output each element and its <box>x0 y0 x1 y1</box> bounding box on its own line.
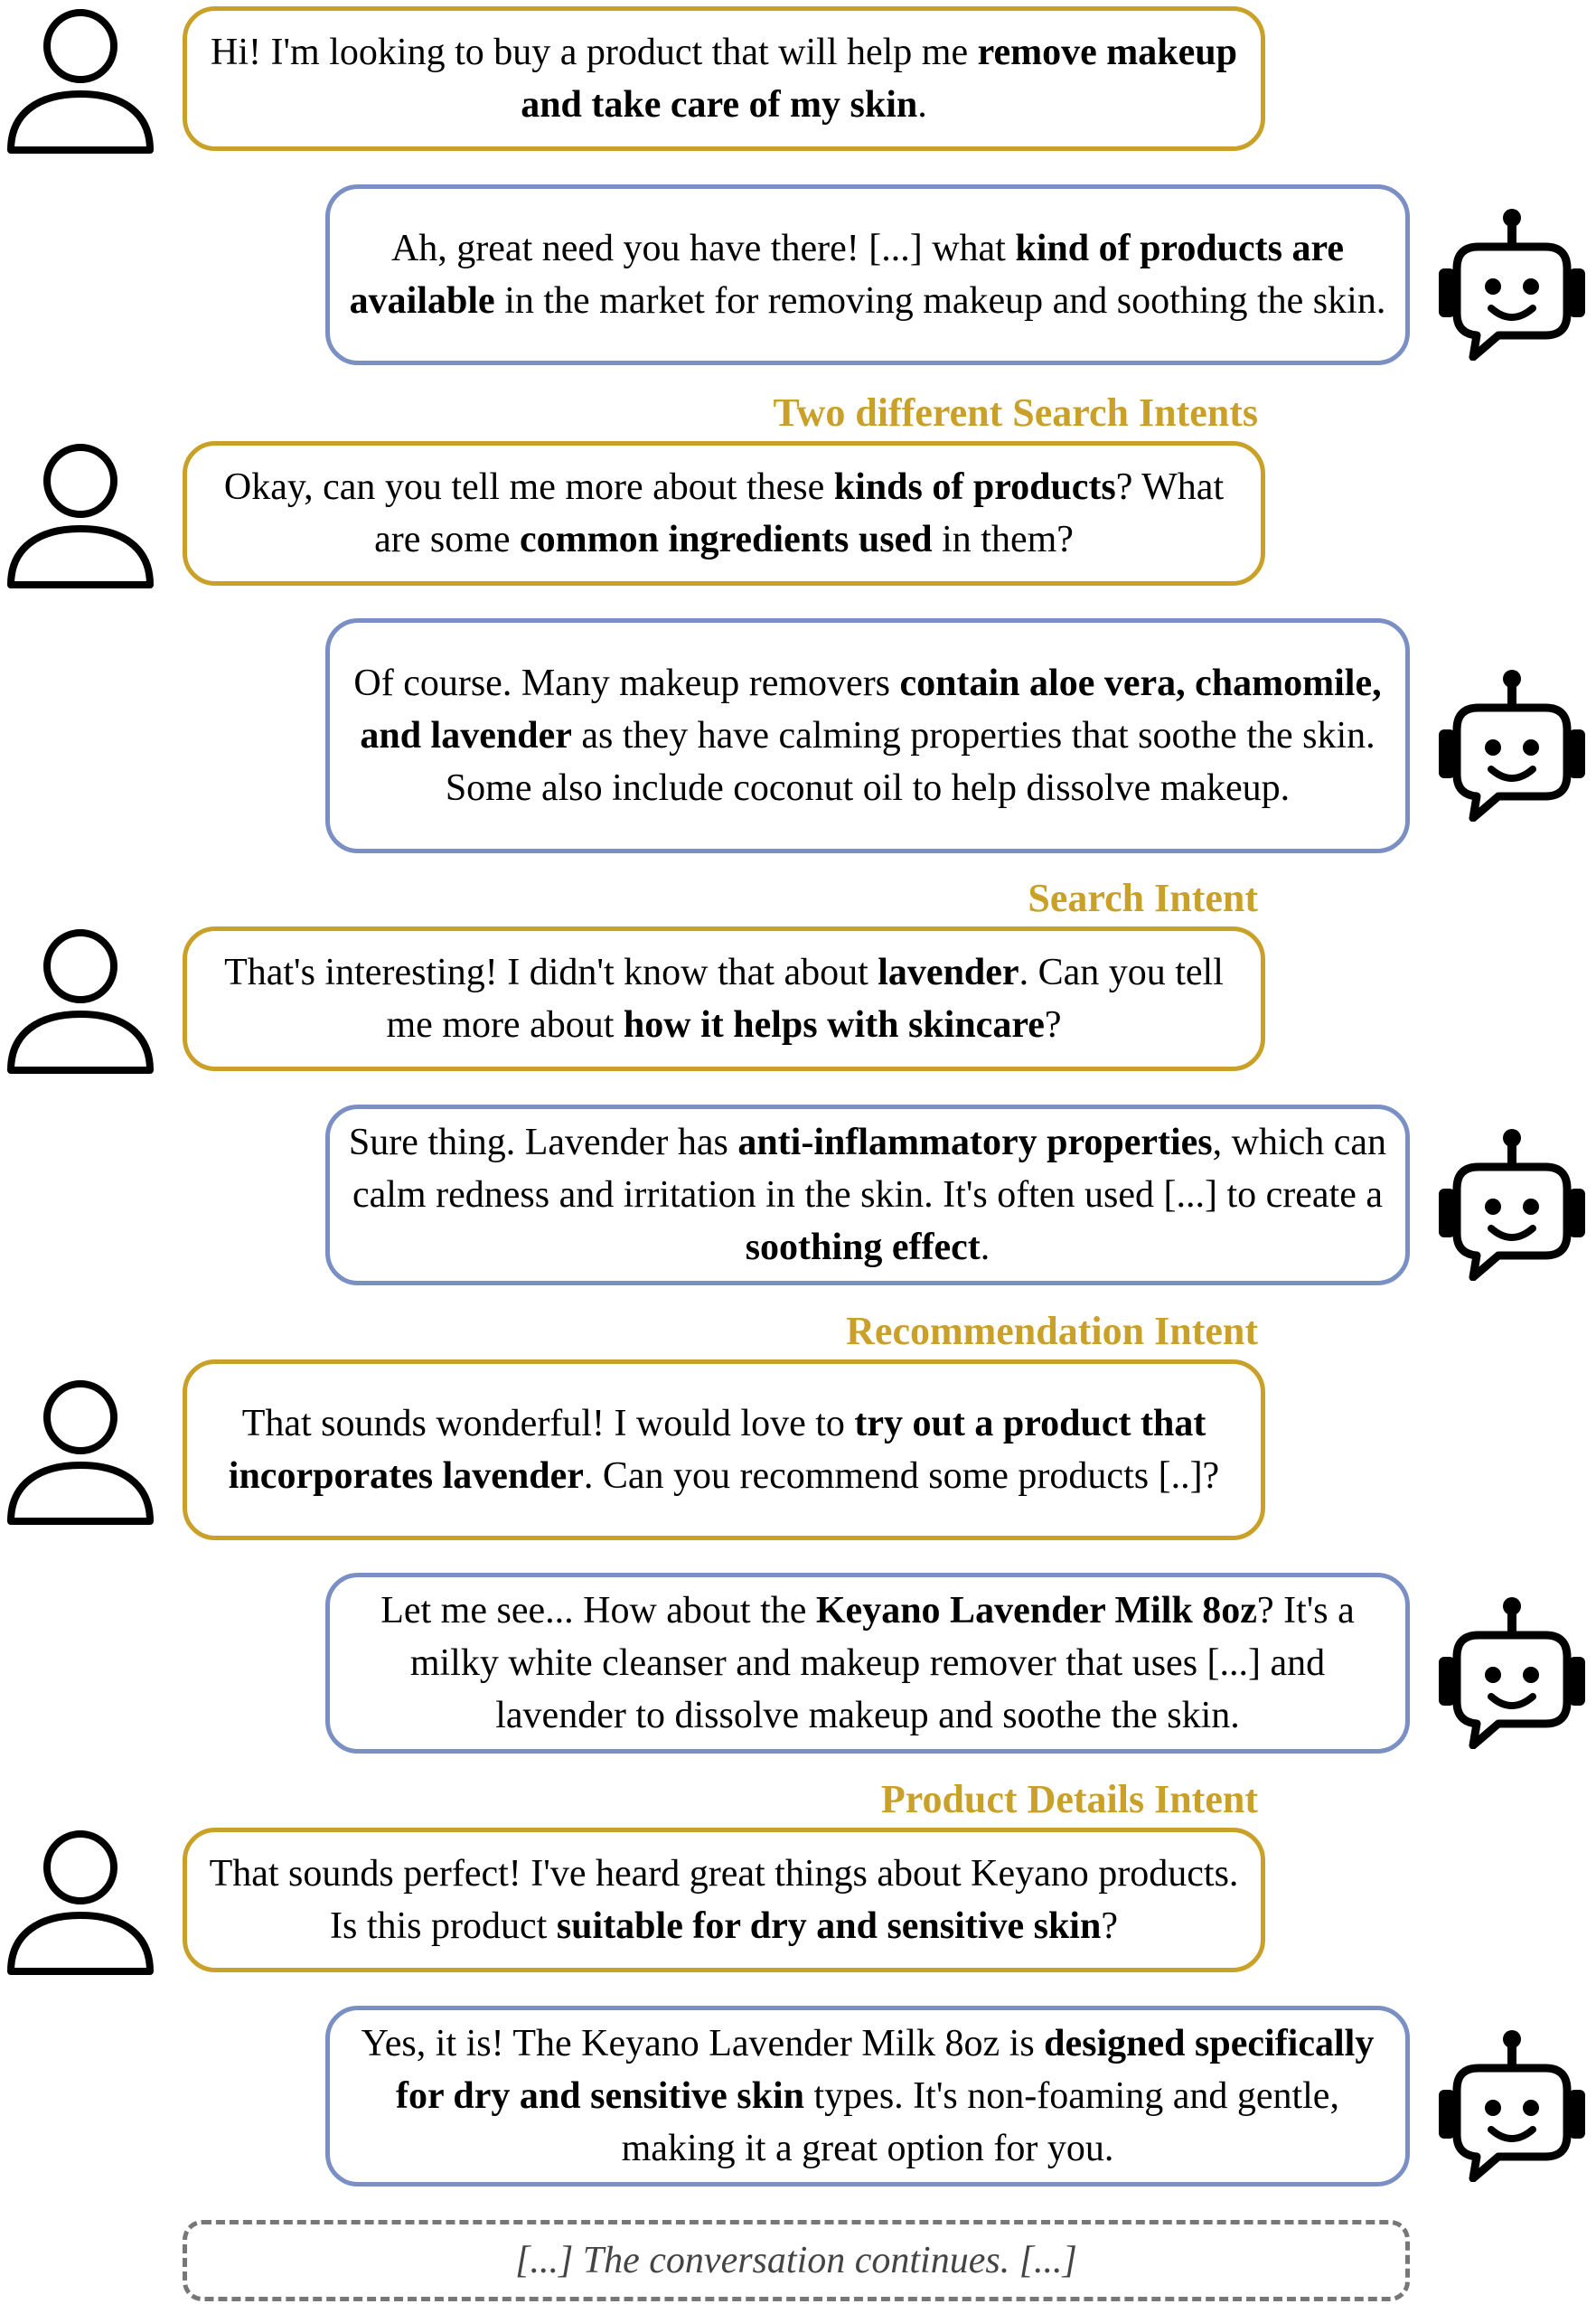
message-text-run: . <box>980 1227 990 1268</box>
message-bold-run: anti-inflammatory properties <box>737 1122 1213 1163</box>
bot-message-bubble: Of course. Many makeup removers contain … <box>325 618 1410 853</box>
bot-message-bubble: Let me see... How about the Keyano Laven… <box>325 1573 1410 1754</box>
message-text-run: ? What are some <box>374 466 1225 560</box>
message-text-run: . Can you tell me more about <box>386 952 1224 1046</box>
message-text-run: types. It's non-foaming and gentle, maki… <box>621 2075 1339 2169</box>
message-text-run: , which can calm redness and irritation … <box>352 1122 1387 1216</box>
message-text-run: in them? <box>932 519 1074 560</box>
message-bold-run: designed specifically for dry and sensit… <box>396 2023 1375 2117</box>
intent-label: Recommendation Intent <box>846 1309 1258 1353</box>
message-text: Hi! I'm looking to buy a product that wi… <box>205 26 1243 131</box>
message-bold-run: remove makeup and take care of my skin <box>521 32 1237 126</box>
continuation-text: [...] The conversation continues. [...] <box>515 2240 1077 2281</box>
message-text-run: Okay, can you tell me more about these <box>223 466 834 508</box>
person-outline-icon <box>7 1380 154 1525</box>
message-text-run: ? <box>1101 1905 1118 1947</box>
bot-message-bubble: Ah, great need you have there! [...] wha… <box>325 184 1410 365</box>
message-text-run: Hi! I'm looking to buy a product that wi… <box>211 32 978 73</box>
message-text-run: . Can you recommend some products [..]? <box>583 1455 1220 1497</box>
intent-label: Two different Search Intents <box>773 390 1258 435</box>
message-text: Yes, it is! The Keyano Lavender Milk 8oz… <box>348 2017 1387 2175</box>
robot-chat-icon <box>1439 670 1585 822</box>
user-message-bubble: That sounds wonderful! I would love to t… <box>183 1359 1265 1540</box>
robot-chat-icon <box>1439 2030 1585 2182</box>
message-bold-run: soothing effect <box>745 1227 981 1268</box>
person-outline-icon <box>7 9 154 154</box>
user-message-bubble: Okay, can you tell me more about these k… <box>183 441 1265 586</box>
message-text: Sure thing. Lavender has anti-inflammato… <box>348 1116 1387 1274</box>
message-bold-run: common ingredients used <box>520 519 933 560</box>
message-text: Ah, great need you have there! [...] wha… <box>348 222 1387 327</box>
message-text-run: as they have calming properties that soo… <box>445 715 1375 809</box>
user-message-bubble: That sounds perfect! I've heard great th… <box>183 1828 1265 1972</box>
robot-chat-icon <box>1439 1129 1585 1281</box>
bot-message-bubble: Sure thing. Lavender has anti-inflammato… <box>325 1105 1410 1285</box>
message-text: That sounds wonderful! I would love to t… <box>205 1397 1243 1502</box>
message-text: Of course. Many makeup removers contain … <box>348 657 1387 814</box>
message-text-run: ? <box>1044 1004 1062 1046</box>
message-text: Okay, can you tell me more about these k… <box>205 461 1243 566</box>
message-bold-run: how it helps with skincare <box>623 1004 1045 1046</box>
intent-label: Search Intent <box>1028 876 1258 920</box>
message-bold-run: suitable for dry and sensitive skin <box>556 1905 1102 1947</box>
bot-message-bubble: Yes, it is! The Keyano Lavender Milk 8oz… <box>325 2006 1410 2186</box>
message-text-run: Let me see... How about the <box>380 1590 816 1632</box>
message-text-run: Of course. Many makeup removers <box>353 663 900 704</box>
message-text-run: That's interesting! I didn't know that a… <box>224 952 878 993</box>
message-text: That's interesting! I didn't know that a… <box>205 946 1243 1051</box>
intent-label: Product Details Intent <box>880 1777 1258 1821</box>
message-text-run: Ah, great need you have there! [...] wha… <box>390 228 1016 269</box>
message-text-run: That sounds wonderful! I would love to <box>241 1403 855 1444</box>
message-bold-run: contain aloe vera, chamomile, and lavend… <box>360 663 1382 757</box>
message-text-run: in the market for removing makeup and so… <box>494 280 1386 322</box>
robot-chat-icon <box>1439 1597 1585 1749</box>
message-text-run: That sounds perfect! I've heard great th… <box>209 1853 1239 1947</box>
message-bold-run: kinds of products <box>833 466 1116 508</box>
message-text-run: Yes, it is! The Keyano Lavender Milk 8oz… <box>361 2023 1045 2064</box>
conversation-continues-box: [...] The conversation continues. [...] <box>183 2220 1410 2301</box>
message-text-run: Sure thing. Lavender has <box>348 1122 738 1163</box>
message-bold-run: Keyano Lavender Milk 8oz <box>815 1590 1257 1632</box>
message-text-run: ? It's a milky white cleanser and makeup… <box>409 1590 1355 1736</box>
message-bold-run: kind of products are available <box>349 228 1345 322</box>
person-outline-icon <box>7 444 154 588</box>
user-message-bubble: That's interesting! I didn't know that a… <box>183 926 1265 1071</box>
message-text: That sounds perfect! I've heard great th… <box>205 1848 1243 1952</box>
user-message-bubble: Hi! I'm looking to buy a product that wi… <box>183 6 1265 151</box>
robot-chat-icon <box>1439 209 1585 361</box>
message-text-run: . <box>917 84 927 126</box>
message-text: Let me see... How about the Keyano Laven… <box>348 1585 1387 1742</box>
person-outline-icon <box>7 1830 154 1975</box>
person-outline-icon <box>7 929 154 1074</box>
message-bold-run: lavender <box>878 952 1019 993</box>
message-bold-run: try out a product that incorporates lave… <box>228 1403 1206 1497</box>
